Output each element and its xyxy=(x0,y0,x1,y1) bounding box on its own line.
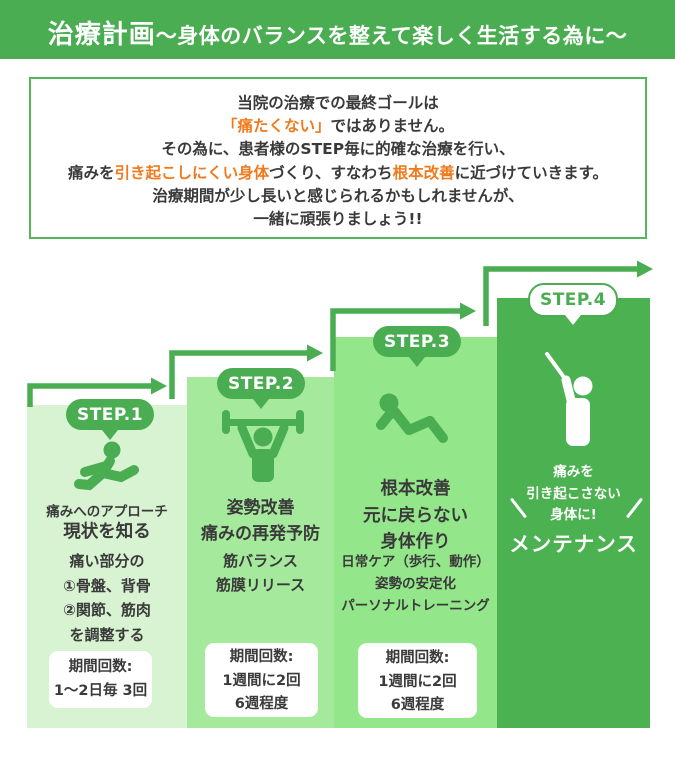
arrowhead-3-icon xyxy=(460,302,476,320)
step2-badge: STEP.2 xyxy=(217,368,305,409)
situp-person-icon xyxy=(376,393,448,443)
step3-period-box: 期間回数: 1週間に2回 6週程度 xyxy=(358,643,477,718)
intro-line-4: 痛みを引き起こしにくい身体づくり、すなわち根本改善に近づけていきます。 xyxy=(67,163,609,182)
step1-title: 現状を知る xyxy=(63,522,151,542)
step4-title: メンテナンス xyxy=(509,532,638,556)
step1-body: 痛い部分の ①骨盤、背骨 ②関節、筋肉 を調整する xyxy=(63,552,151,644)
intro-box: 当院の治療での最終ゴールは 「痛たくない」ではありません。 その為に、患者様のS… xyxy=(29,77,647,239)
step2-period-box: 期間回数: 1週間に2回 6週程度 xyxy=(205,643,318,717)
step2-body: 筋バランス 筋膜リリース xyxy=(215,552,306,594)
step4-badge: STEP.4 xyxy=(528,283,618,325)
page-title-sub: ～身体のバランスを整えて楽しく生活する為に～ xyxy=(155,24,628,48)
step2-title: 姿勢改善 痛みの再発予防 xyxy=(201,498,320,544)
step4-lead: 痛みを 引き起こさない 身体に! xyxy=(526,464,621,523)
weightlifter-icon xyxy=(222,410,304,482)
step3-title: 根本改善 元に戻らない 身体作り xyxy=(363,479,468,552)
intro-line-5: 治療期間が少し長いと感じられるかもしれませんが、 xyxy=(152,186,524,205)
arrowhead-2-icon xyxy=(307,344,323,362)
intro-line-2: 「痛たくない」ではありません。 xyxy=(221,117,455,136)
step1-subtitle: 痛みへのアプローチ xyxy=(46,504,168,520)
running-person-icon xyxy=(74,441,139,491)
arrowhead-1-icon xyxy=(151,377,167,395)
arrowhead-4-icon xyxy=(637,260,653,278)
intro-line-3: その為に、患者様のSTEP毎に的確な治療を行い、 xyxy=(161,140,515,159)
intro-line-6: 一緒に頑張りましょう!! xyxy=(253,210,423,229)
step3-body: 日常ケア（歩行、動作） 姿勢の安定化 パーソナルトレーニング xyxy=(341,554,490,614)
intro-line-1: 当院の治療での最終ゴールは xyxy=(237,94,439,112)
page-title-main: 治療計画 xyxy=(47,20,156,50)
step1-badge: STEP.1 xyxy=(66,399,154,440)
step1-period-box: 期間回数: 1～2日毎 3回 xyxy=(49,651,152,708)
step3-badge: STEP.3 xyxy=(373,326,461,367)
header-banner: 治療計画～身体のバランスを整えて楽しく生活する為に～ xyxy=(0,0,675,59)
raised-arm-person-icon xyxy=(545,352,593,446)
